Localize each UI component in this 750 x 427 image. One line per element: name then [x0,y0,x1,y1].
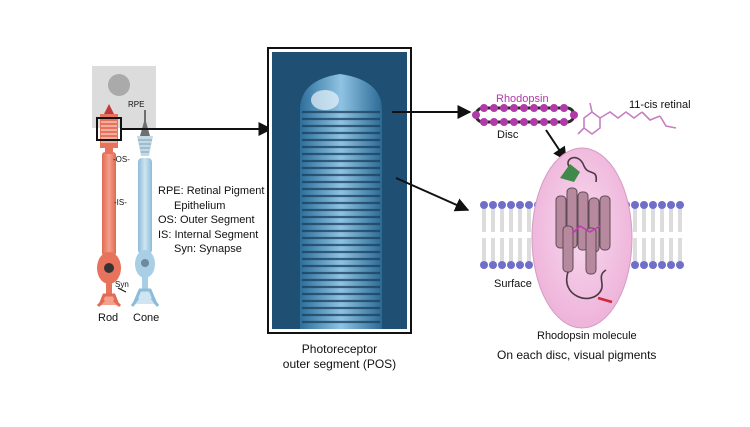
arrow-to-membrane [395,177,470,212]
rhodopsin-dot [530,104,538,112]
retinal-in-pocket [571,224,601,235]
lipid-head [525,201,533,209]
lipid-head [516,261,524,269]
rhodopsin-tail [597,296,613,304]
lipid-head [498,201,506,209]
lipid-head [640,261,648,269]
lipid-head [480,261,488,269]
visual-pigments-caption: On each disc, visual pigments [497,348,657,362]
rod-label: Rod [98,312,119,324]
cone-inner-segment [138,158,152,254]
lipid-head [489,201,497,209]
pos-caption-line1: Photoreceptor [301,342,378,356]
rpe-label: RPE [128,100,145,109]
lipid-head [676,201,684,209]
lipid-head [498,261,506,269]
rod-tip [104,104,114,114]
rhodopsin-dot [490,118,498,126]
rhodopsin-dot [560,104,568,112]
rhodopsin-helices [555,187,611,275]
lipid-head [658,201,666,209]
os-label: -OS- [113,155,130,164]
lipid-head [640,201,648,209]
rod-synapse [96,293,122,308]
rhodopsin-dot [560,118,568,126]
cone-axon [142,276,148,290]
lipid-head [676,261,684,269]
legend-line-is: IS: Internal Segment [158,228,259,241]
cone-label: Cone [133,312,160,324]
membrane-illustration [480,147,684,329]
abbreviation-legend: RPE: Retinal Pigment Epithelium OS: Oute… [158,184,264,257]
lipid-head [480,201,488,209]
disc-label: Disc [497,129,519,141]
retinal-label: 11-cis retinal [629,99,691,111]
lipid-head [489,261,497,269]
lipid-head [631,201,639,209]
lipid-head [667,201,675,209]
rhodopsin-dot [540,104,548,112]
rod-outer-segment [100,114,118,148]
cone-discs [138,139,152,153]
rhodopsin-dot [540,118,548,126]
rhodopsin-dot [550,118,558,126]
rpe-nucleus [108,74,130,96]
rod-cone-cell-illustration [92,66,160,308]
cone-outer-segment [137,136,153,156]
rod-discs [101,117,117,143]
lipid-head [658,261,666,269]
pos-caption-line2: outer segment (POS) [282,357,397,371]
syn-pointer [117,287,127,293]
legend-line-syn: Syn: Synapse [174,243,242,255]
rhodopsin-dot [520,104,528,112]
rhodopsin-dot [510,118,518,126]
rod-nucleus [104,263,114,273]
rhodopsin-chain [565,156,607,300]
pos-highlight [311,90,339,110]
legend-line-rpe: RPE: Retinal Pigment [158,185,265,197]
rhodopsin-dot [500,104,508,112]
cone-nucleus [141,259,149,267]
cone-synapse [130,288,160,307]
rod-connector [105,146,113,154]
rhodopsin-top-loop [560,164,580,182]
rhodopsin-dot [490,104,498,112]
retinal-molecule [577,102,677,135]
rhodopsin-dot [520,118,528,126]
rhodopsin-dot [530,118,538,126]
lipid-head [507,261,515,269]
rhodopsin-label: Rhodopsin [496,93,549,105]
rhodopsin-molecule-label: Rhodopsin molecule [537,330,637,342]
rod-inner-segment [102,152,116,256]
lipid-head [667,261,675,269]
lipid-head [525,261,533,269]
pos-disc-stripes [302,110,380,324]
rhodopsin-dots [472,104,578,126]
pos-micrograph [267,47,412,334]
syn-label: Syn [115,280,129,289]
is-label: -IS- [114,198,127,207]
rhodopsin-dot [480,104,488,112]
lipid-head [649,261,657,269]
rhodopsin-dot [472,111,480,119]
rhodopsin-dot [510,104,518,112]
lipid-head [516,201,524,209]
rhodopsin-dot [500,118,508,126]
legend-line-os: OS: Outer Segment [158,214,255,226]
rhodopsin-dot [480,118,488,126]
disc-illustration [472,104,578,126]
rhodopsin-dot [570,111,578,119]
legend-line-epithelium: Epithelium [174,199,226,212]
rod-axon [106,283,112,295]
lipid-head [631,261,639,269]
rhodopsin-dot [550,104,558,112]
lipid-head [507,201,515,209]
cone-tip [140,118,150,136]
surface-label: Surface [494,278,532,290]
lipid-head [649,201,657,209]
